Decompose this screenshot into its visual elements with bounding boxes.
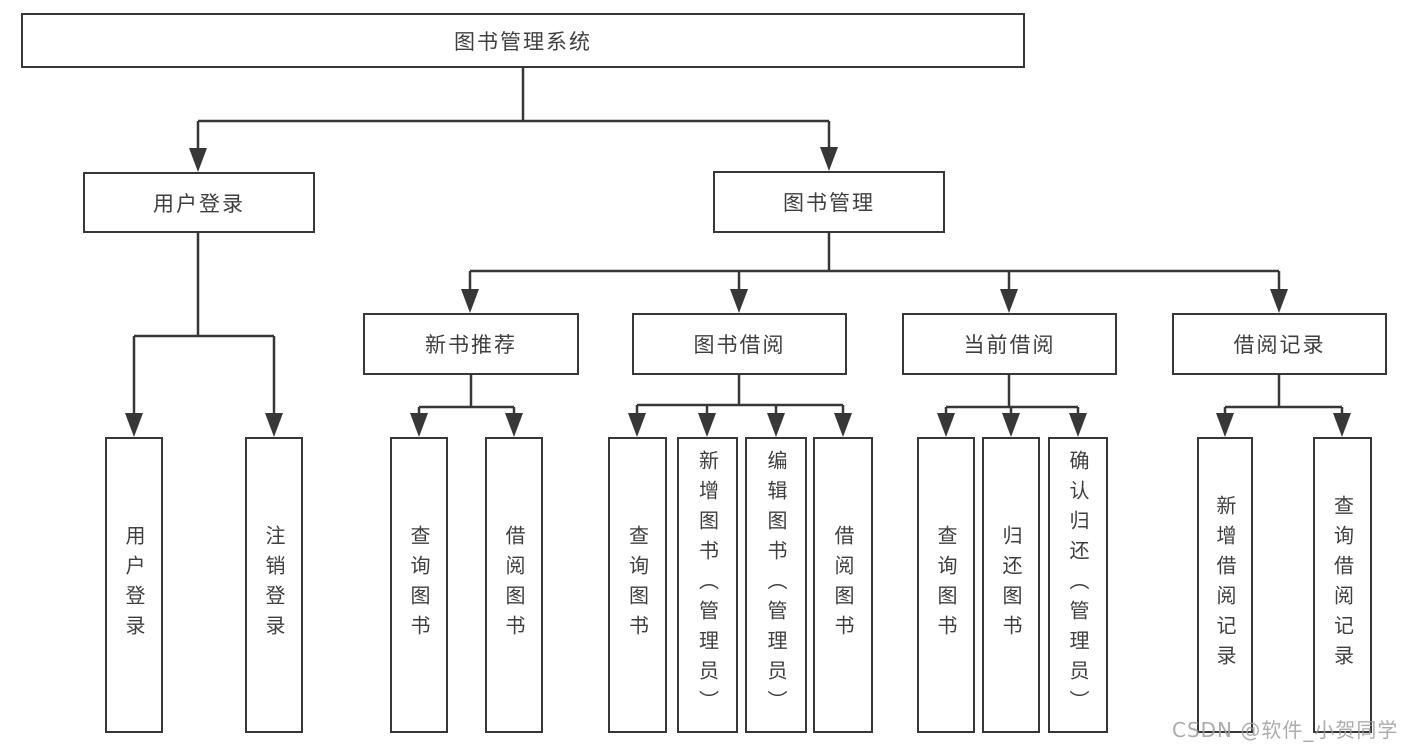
connector-path <box>196 68 831 154</box>
arrowhead-icon <box>1216 413 1234 437</box>
node-query-borrow-record: 查询借阅记录 <box>1313 437 1372 733</box>
connector-path <box>468 233 1281 295</box>
arrowhead-icon <box>1000 289 1018 313</box>
connector-root-to-level2 <box>189 68 838 172</box>
node-label-borrow-books-recommend: 借阅图书 <box>502 525 526 645</box>
connector-path <box>417 375 516 419</box>
node-label-edit-books-admin: 编辑图书（管理员） <box>764 450 788 720</box>
arrowhead-icon <box>125 413 143 437</box>
node-label-root: 图书管理系统 <box>454 29 592 54</box>
node-label-borrowing-records: 借阅记录 <box>1233 333 1326 357</box>
node-label-user-login-group: 用户登录 <box>153 191 245 216</box>
node-book-borrowing: 图书借阅 <box>632 313 847 375</box>
node-confirm-return-admin: 确认归还（管理员） <box>1048 437 1108 733</box>
node-add-books-admin: 新增图书（管理员） <box>677 437 738 733</box>
node-logout-leaf: 注销登录 <box>245 437 303 733</box>
node-borrow-books-borrowing: 借阅图书 <box>813 437 873 733</box>
node-label-add-borrow-record: 新增借阅记录 <box>1213 495 1237 675</box>
node-label-user-login-leaf: 用户登录 <box>122 525 146 645</box>
node-label-logout-leaf: 注销登录 <box>262 525 286 645</box>
arrowhead-icon <box>937 413 955 437</box>
node-current-borrowing: 当前借阅 <box>902 313 1117 375</box>
node-root: 图书管理系统 <box>21 13 1025 68</box>
node-user-login-leaf: 用户登录 <box>105 437 163 733</box>
node-label-current-borrowing: 当前借阅 <box>963 333 1056 357</box>
node-query-books-recommend: 查询图书 <box>390 437 448 733</box>
connector-user-login-to-children <box>125 233 283 437</box>
connector-path <box>132 233 276 419</box>
node-label-query-books-current: 查询图书 <box>934 525 958 645</box>
node-book-management: 图书管理 <box>713 171 945 233</box>
node-return-books: 归还图书 <box>982 437 1040 733</box>
connector-borrow-records-to-children <box>1216 375 1351 437</box>
node-label-new-book-recommend: 新书推荐 <box>425 333 517 357</box>
arrowhead-icon <box>1333 413 1351 437</box>
node-new-book-recommend: 新书推荐 <box>363 313 579 375</box>
connector-current-borrow-to-children <box>937 375 1087 437</box>
node-label-borrow-books-borrowing: 借阅图书 <box>831 525 855 645</box>
connector-path <box>944 375 1080 419</box>
node-user-login-group: 用户登录 <box>83 172 315 233</box>
arrowhead-icon <box>1270 289 1288 313</box>
csdn-watermark: CSDN @软件_小贺同学 <box>1172 718 1399 742</box>
node-add-borrow-record: 新增借阅记录 <box>1197 437 1253 733</box>
connector-book-borrowing-to-children <box>628 375 852 437</box>
node-label-query-books-borrowing: 查询图书 <box>625 525 650 645</box>
node-label-book-borrowing: 图书借阅 <box>693 333 786 357</box>
node-borrow-books-recommend: 借阅图书 <box>485 437 543 733</box>
arrowhead-icon <box>698 413 716 437</box>
arrowhead-icon <box>767 413 785 437</box>
node-query-books-borrowing: 查询图书 <box>608 437 667 733</box>
node-label-add-books-admin: 新增图书（管理员） <box>695 450 720 720</box>
arrowhead-icon <box>410 413 428 437</box>
arrowhead-icon <box>461 289 479 313</box>
connector-book-management-to-children <box>461 233 1288 313</box>
arrowhead-icon <box>820 147 838 171</box>
arrowhead-icon <box>265 413 283 437</box>
node-label-return-books: 归还图书 <box>999 525 1023 645</box>
connector-new-book-to-children <box>410 375 523 437</box>
arrowhead-icon <box>834 413 852 437</box>
arrowhead-icon <box>730 289 748 313</box>
node-label-query-borrow-record: 查询借阅记录 <box>1330 495 1355 675</box>
connector-path <box>1223 375 1344 419</box>
arrowhead-icon <box>505 413 523 437</box>
node-query-books-current: 查询图书 <box>917 437 975 733</box>
node-edit-books-admin: 编辑图书（管理员） <box>745 437 807 733</box>
node-borrowing-records: 借阅记录 <box>1172 313 1387 375</box>
node-label-query-books-recommend: 查询图书 <box>407 525 431 645</box>
arrowhead-icon <box>1069 413 1087 437</box>
arrowhead-icon <box>189 148 207 172</box>
arrowhead-icon <box>1002 413 1020 437</box>
arrowhead-icon <box>628 413 646 437</box>
connector-path <box>635 375 845 419</box>
node-label-book-management: 图书管理 <box>783 191 875 215</box>
node-label-confirm-return-admin: 确认归还（管理员） <box>1066 450 1090 720</box>
